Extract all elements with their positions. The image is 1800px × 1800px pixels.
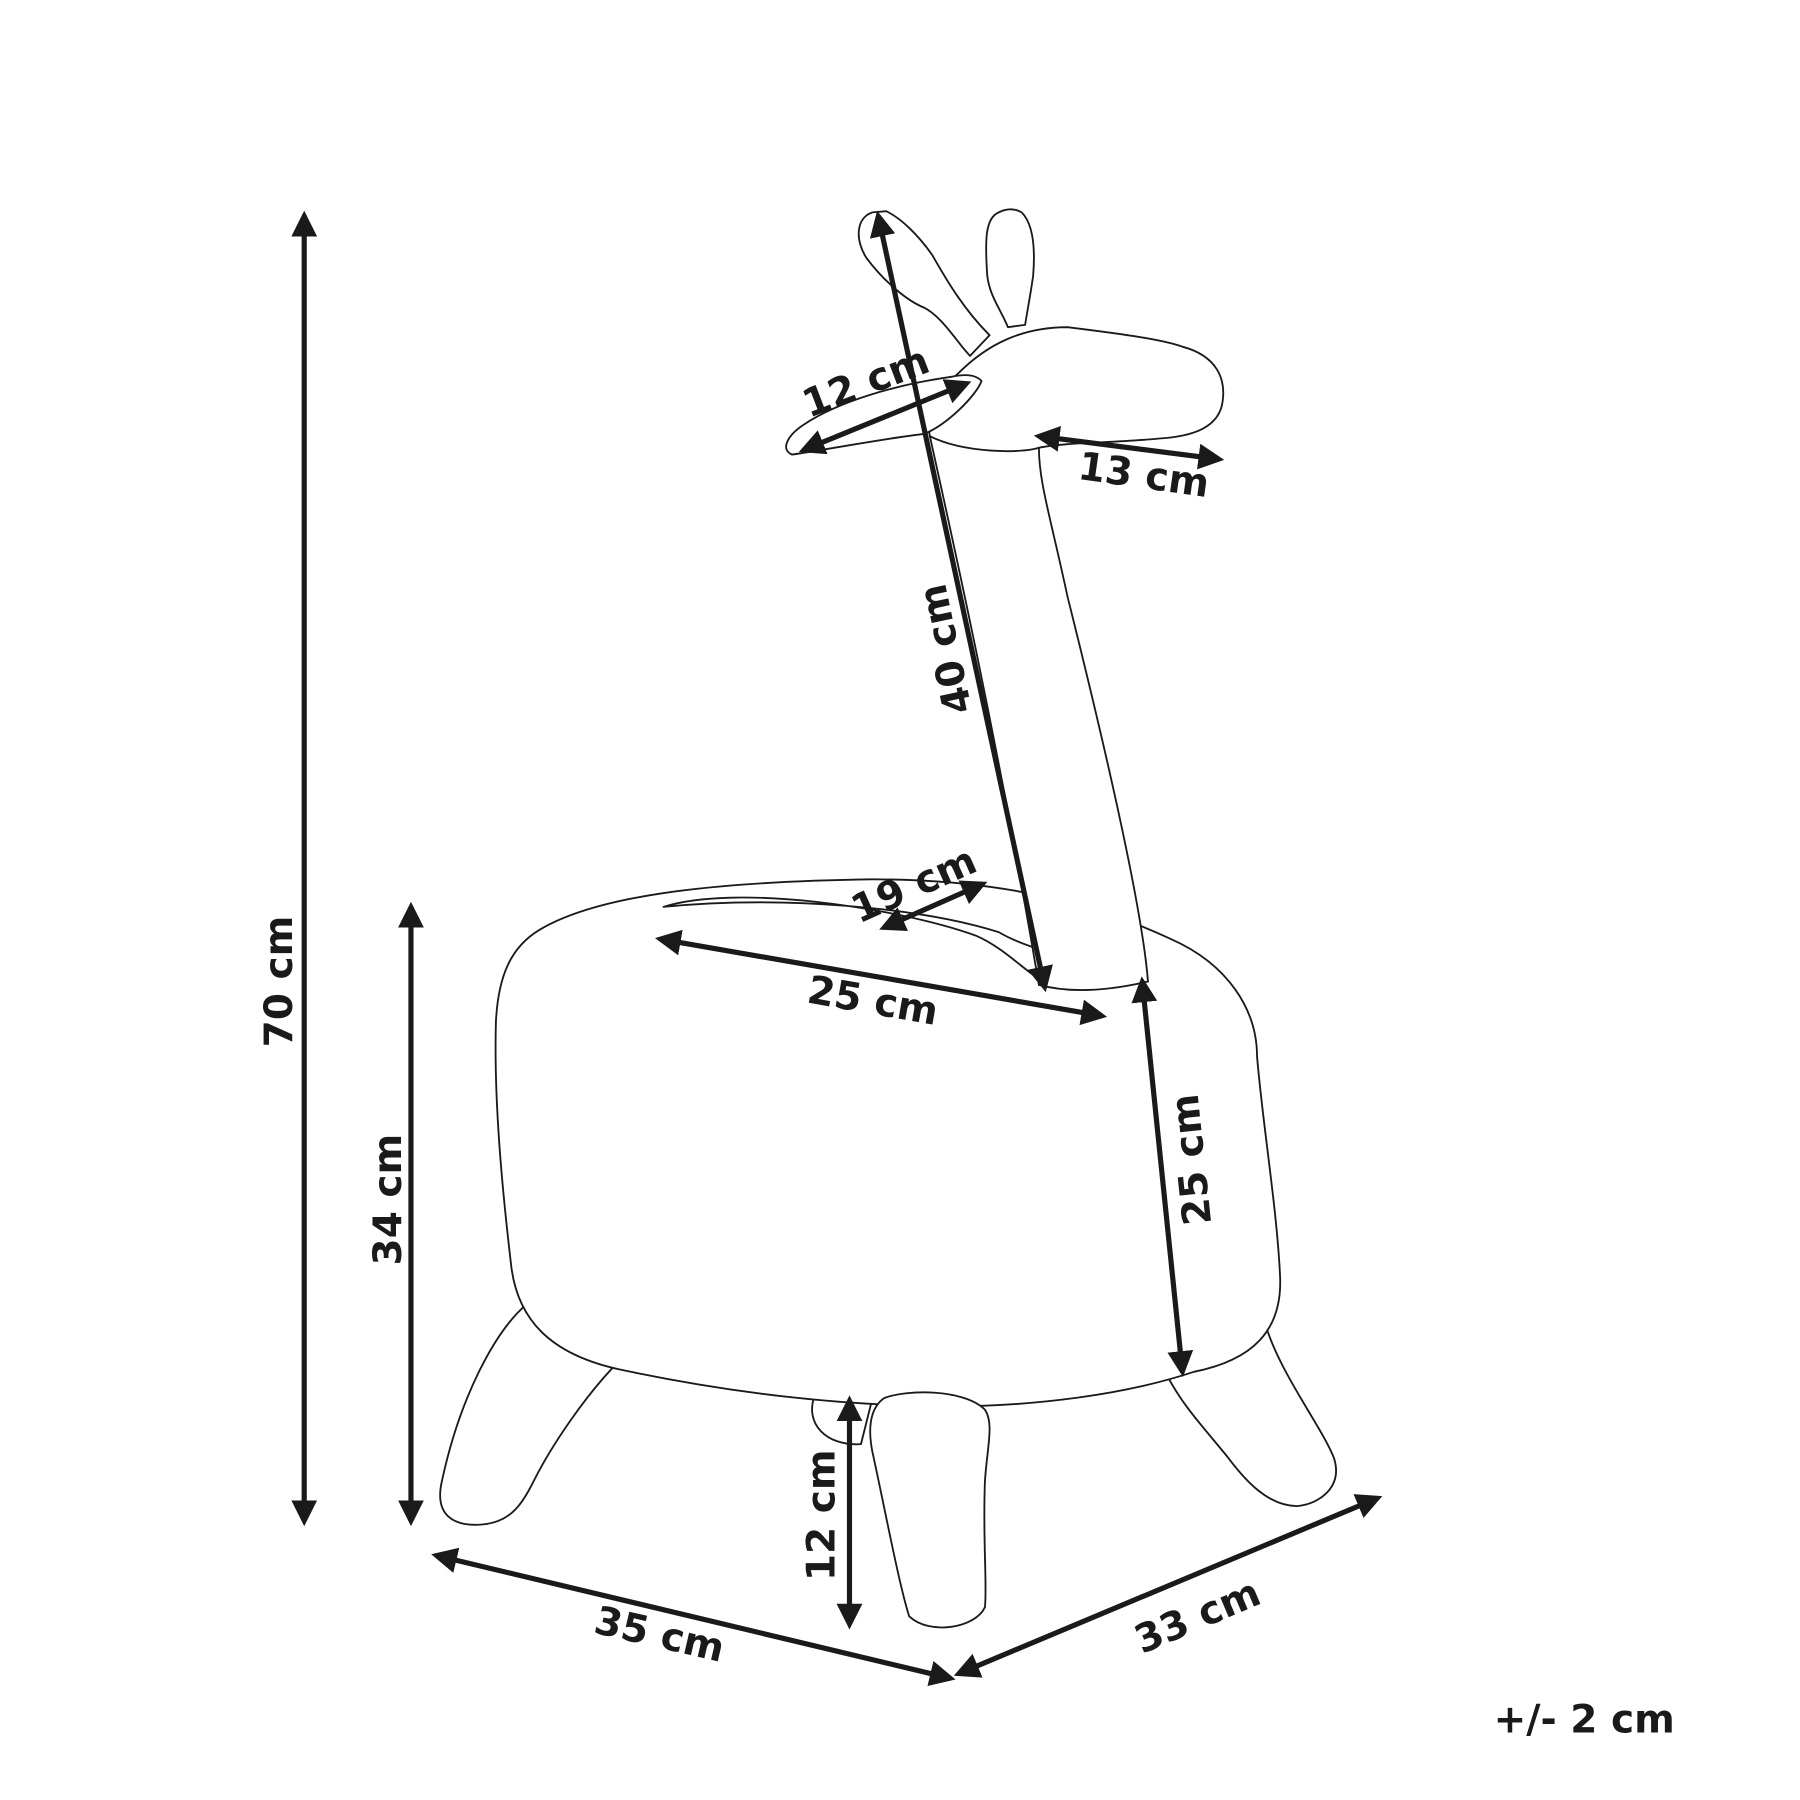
neck-length-arrow (869, 210, 1053, 993)
horn (985, 208, 1035, 329)
label-seat-height: 34 cm (366, 1134, 411, 1266)
head-depth-arrow (1033, 426, 1225, 470)
tolerance-note: +/- 2 cm (1494, 1697, 1675, 1742)
base-depth-arrow (953, 1494, 1383, 1678)
front-leg (869, 1391, 991, 1629)
label-leg-height: 12 cm (800, 1449, 845, 1581)
back-left-leg (439, 1302, 621, 1526)
label-total-height: 70 cm (257, 916, 302, 1048)
base-width-arrow (431, 1547, 956, 1687)
seat-length-arrow (654, 929, 1108, 1026)
body (494, 878, 1282, 1408)
seat-width-arrow (879, 880, 988, 932)
label-base-depth: 33 cm (1128, 1570, 1267, 1663)
body-height-arrow (1131, 976, 1194, 1377)
ear (857, 210, 991, 357)
dimension-arrows (291, 210, 1383, 1687)
